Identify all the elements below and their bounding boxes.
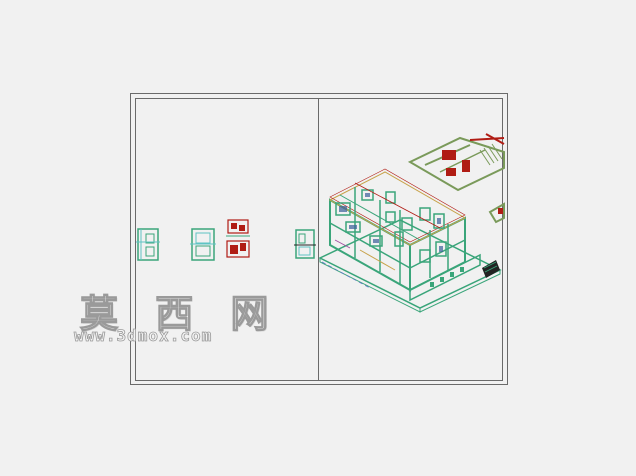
watermark-url: www.3dmox.com: [74, 326, 213, 346]
floor-plan-red[interactable]: [226, 219, 250, 258]
drawing-sheet-border: [130, 93, 508, 385]
side-detail[interactable]: [488, 202, 505, 224]
left-panel-views: [136, 219, 316, 261]
roof-plan[interactable]: [407, 133, 505, 192]
elevation-view-3[interactable]: [294, 229, 316, 259]
watermark-title: 莫 西 网: [79, 290, 281, 336]
elevation-view-2[interactable]: [190, 228, 216, 261]
drawing-frame: [135, 98, 503, 381]
isometric-building[interactable]: [318, 168, 502, 313]
elevation-view-1[interactable]: [136, 228, 160, 261]
panel-divider: [318, 98, 319, 381]
